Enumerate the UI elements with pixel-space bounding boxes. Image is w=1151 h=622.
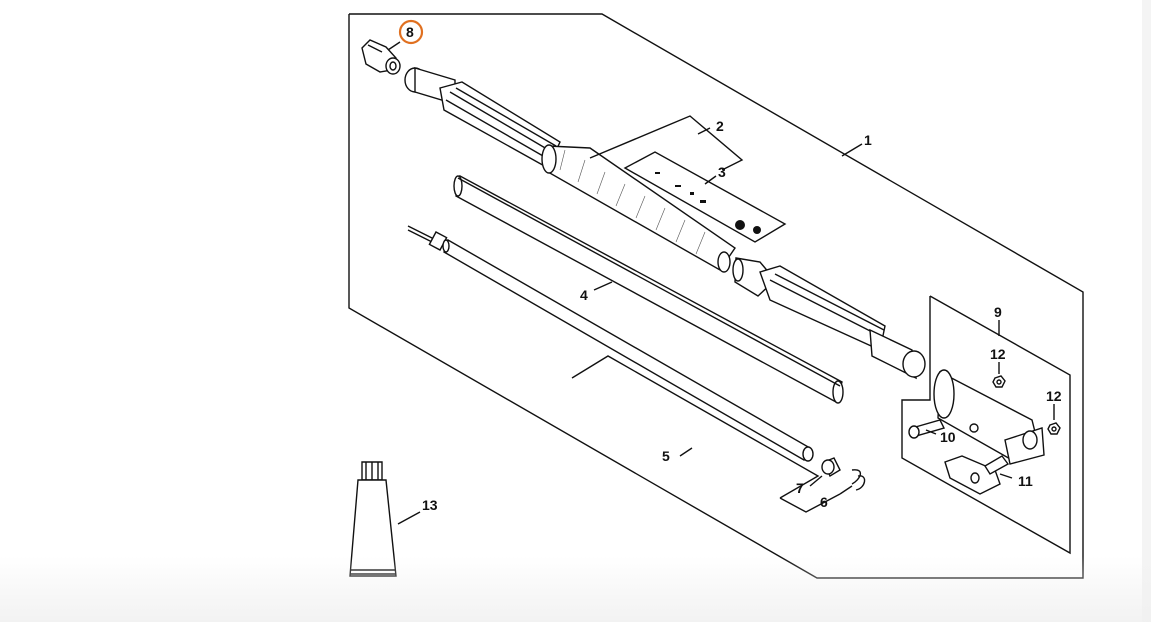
label-part-13[interactable]: 13 xyxy=(422,497,438,513)
part-5-inner-shaft[interactable] xyxy=(407,225,814,462)
part-12-nut-upper[interactable] xyxy=(992,375,1006,388)
right-edge-strip xyxy=(1142,0,1151,622)
label-part-9[interactable]: 9 xyxy=(994,304,1002,320)
part-3-label-sticker[interactable] xyxy=(623,151,787,243)
bottom-fade xyxy=(0,556,1151,622)
label-part-6[interactable]: 6 xyxy=(820,494,828,510)
label-part-8[interactable]: 8 xyxy=(406,24,414,40)
part-8-fitting[interactable] xyxy=(361,39,401,75)
part-9-clamp-housing[interactable] xyxy=(933,369,1045,465)
grip-hatch-pattern xyxy=(559,149,706,255)
highlight-ring xyxy=(398,19,424,45)
label-part-10[interactable]: 10 xyxy=(940,429,956,445)
label-part-2[interactable]: 2 xyxy=(716,118,724,134)
part-7-bushing[interactable] xyxy=(821,457,841,478)
part-11-wing-knob[interactable] xyxy=(944,455,1010,495)
part-4-drive-shaft[interactable] xyxy=(453,174,844,404)
part-6-circlip[interactable] xyxy=(851,469,866,491)
part-1-drive-tube[interactable] xyxy=(404,67,926,380)
part-12-nut-right[interactable] xyxy=(1047,422,1061,435)
part-10-screw[interactable] xyxy=(908,419,946,439)
label-part-12-right[interactable]: 12 xyxy=(1046,388,1062,404)
label-part-12-upper[interactable]: 12 xyxy=(990,346,1006,362)
label-part-5[interactable]: 5 xyxy=(662,448,670,464)
label-part-11[interactable]: 11 xyxy=(1018,473,1033,489)
leader-lines xyxy=(387,41,1055,525)
label-part-3[interactable]: 3 xyxy=(718,164,726,180)
part-number-labels: 1 2 3 4 5 6 7 8 9 10 11 12 12 13 xyxy=(406,24,1062,513)
label-part-4[interactable]: 4 xyxy=(580,287,588,303)
subassembly-frame xyxy=(901,295,1071,555)
label-part-7[interactable]: 7 xyxy=(796,480,804,496)
label-part-1[interactable]: 1 xyxy=(864,132,872,148)
